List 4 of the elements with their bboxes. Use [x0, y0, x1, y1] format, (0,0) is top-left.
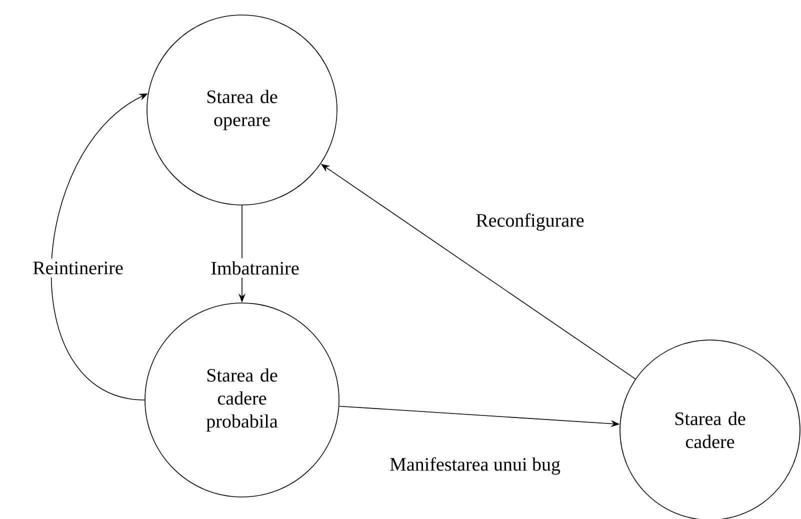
edge-label: Reconfigurare: [472, 210, 588, 234]
edge-label: Manifestarea unui bug: [386, 454, 564, 478]
edge-label: Reintinerire: [30, 258, 126, 278]
edge-label: Imbatranire: [208, 258, 302, 278]
